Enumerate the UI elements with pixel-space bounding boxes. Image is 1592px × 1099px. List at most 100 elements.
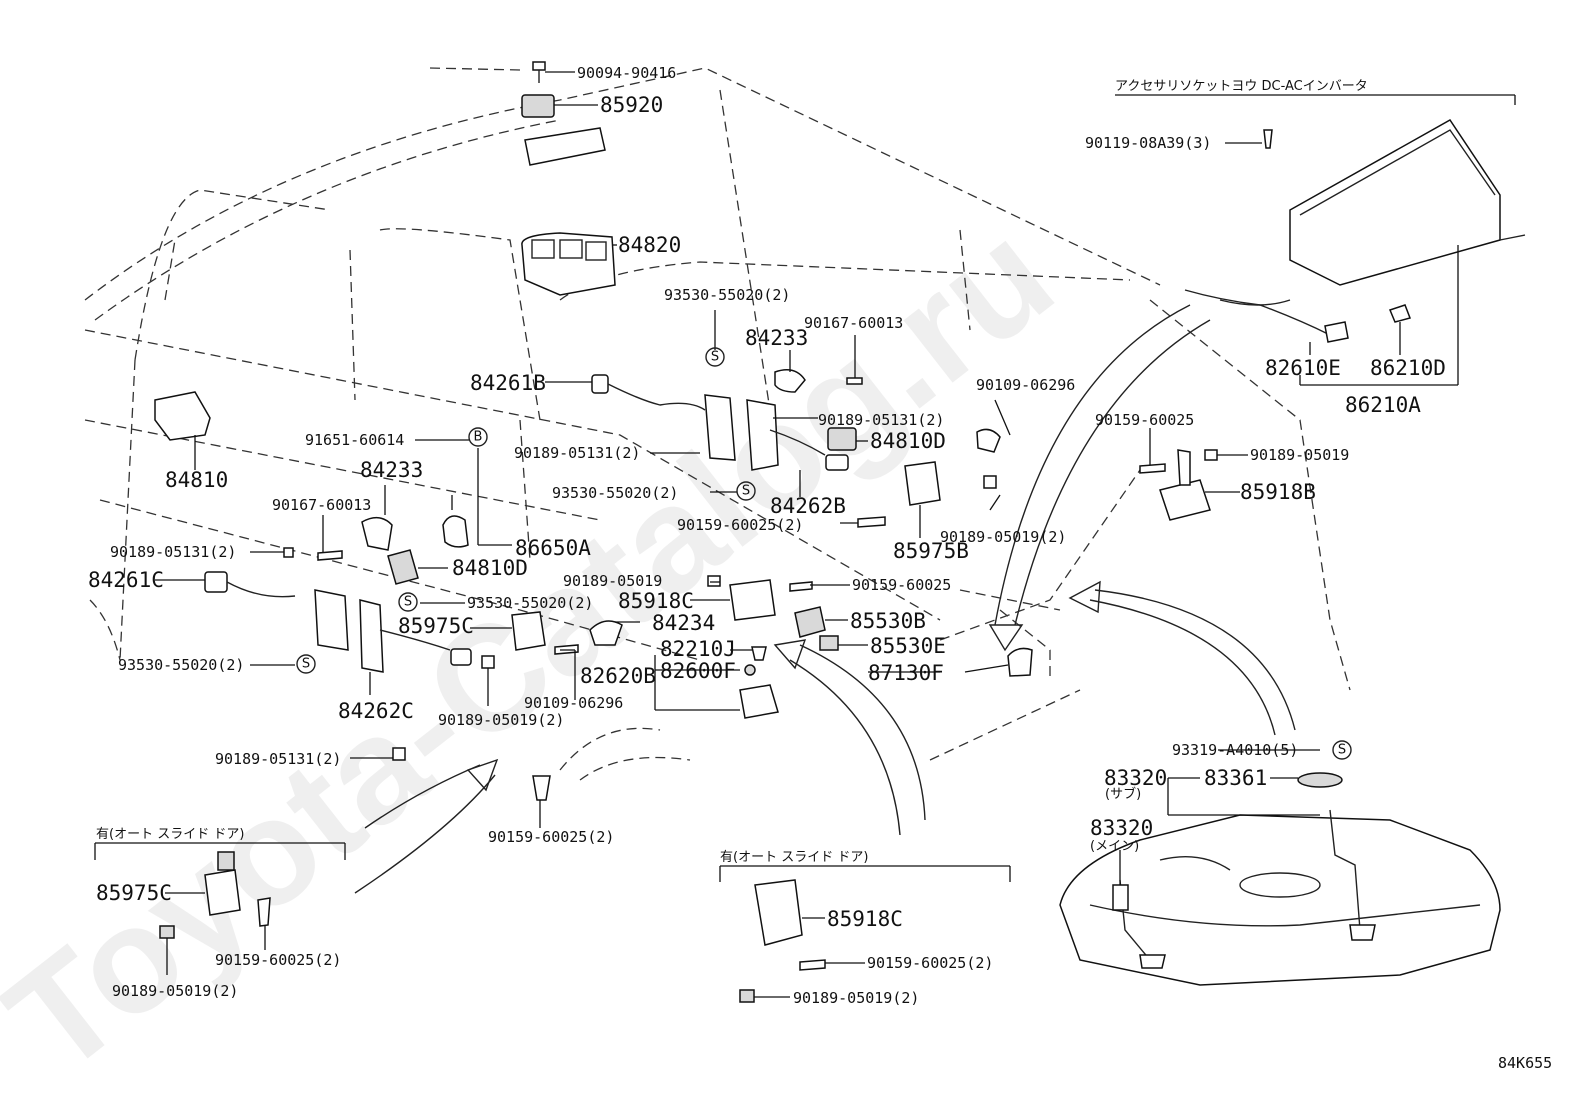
sensor-84233-icon	[774, 369, 806, 393]
switch-85530E-icon	[819, 635, 839, 651]
module-85918C-mid-icon	[729, 579, 776, 621]
switch-85530B-icon	[794, 606, 826, 638]
switch-84810D-right-icon	[827, 427, 857, 451]
connector-plug-icon	[450, 648, 472, 666]
fuel-sender-main-icon	[1112, 884, 1129, 911]
symbols: S B S S S S	[296, 347, 1352, 760]
part-label: 93319-A4010(5)	[1172, 741, 1298, 759]
clamp-82600F-icon	[744, 664, 756, 676]
s-symbol: S	[302, 657, 310, 672]
part-label: 82600F	[660, 659, 736, 683]
part-label: 90189-05131(2)	[818, 411, 944, 429]
caption-sub: (サブ)	[1105, 786, 1141, 802]
part-label: 85918B	[1240, 480, 1316, 504]
part-label: 90189-05019(2)	[112, 982, 238, 1000]
part-label: 84810	[165, 468, 228, 492]
figure-code: 84K655	[1498, 1054, 1552, 1072]
part-label: 86210D	[1370, 356, 1446, 380]
sensor-90109-icon	[976, 428, 1001, 453]
part-label: 90159-60025(2)	[867, 954, 993, 972]
part-label: 93530-55020(2)	[467, 594, 593, 612]
part-label: 90119-08A39(3)	[1085, 134, 1211, 152]
fuse-82210J-icon	[751, 646, 767, 661]
part-label: 90109-06296	[976, 376, 1075, 394]
part-label: 85975C	[96, 881, 172, 905]
bolt-icon	[857, 516, 886, 528]
part-label: 93530-55020(2)	[552, 484, 678, 502]
part-label: 90159-60025(2)	[488, 828, 614, 846]
clip-icon	[481, 655, 495, 669]
s-symbol: S	[742, 484, 750, 499]
part-label: 86210A	[1345, 393, 1421, 417]
part-label: 90167-60013	[804, 314, 903, 332]
part-label: 83320	[1104, 766, 1167, 790]
lock-ring-83361-icon	[1297, 772, 1343, 788]
part-label: 84262C	[338, 699, 414, 723]
part-label: 84262B	[770, 494, 846, 518]
part-label: 90189-05131(2)	[514, 444, 640, 462]
part-label: 82620B	[580, 664, 656, 688]
part-label: 85918C	[618, 589, 694, 613]
part-labels: 90094-90416 85920 84820 93530-55020(2) 8…	[88, 64, 1552, 1072]
part-label: 93530-55020(2)	[118, 656, 244, 674]
module-85975C-mid-icon	[511, 611, 546, 651]
part-label: 90189-05019	[563, 572, 662, 590]
part-label: 90189-05019	[1250, 446, 1349, 464]
s-symbol: S	[1338, 743, 1346, 758]
switch-bezel-icon	[524, 127, 606, 166]
clip-icon	[707, 575, 721, 587]
bolt-icon	[532, 61, 546, 83]
module-85975C-bl-icon	[204, 869, 241, 916]
switch-84810-icon	[154, 391, 211, 441]
connector-84261C-icon	[204, 571, 228, 593]
part-label: 82210J	[660, 637, 736, 661]
connector-block-icon	[704, 394, 736, 461]
caption-auto-slide-center: 有(オート スライド ドア)	[720, 850, 868, 865]
clip-icon	[159, 925, 175, 939]
power-window-switch-icon	[521, 232, 616, 296]
bracket-86210D-icon	[1388, 304, 1411, 323]
sensor-86650A-icon	[442, 515, 469, 548]
part-label: 86650A	[515, 536, 591, 560]
part-label: 90159-60025(2)	[215, 951, 341, 969]
part-label: 87130F	[868, 661, 944, 685]
part-shapes	[154, 61, 1526, 1003]
relay-82620B-icon	[739, 684, 779, 719]
s-symbol: S	[404, 595, 412, 610]
bolt-icon	[789, 581, 813, 592]
part-label: 90159-60025(2)	[677, 516, 803, 534]
bolt-icon	[1139, 463, 1166, 474]
module-85975B-icon	[904, 461, 941, 506]
module-85918C-bc-icon	[754, 879, 803, 946]
part-label: 82610E	[1265, 356, 1341, 380]
part-label: 90189-05019(2)	[793, 989, 919, 1007]
part-label: 84810D	[870, 429, 946, 453]
sensor-84233-left-icon	[361, 516, 393, 551]
part-label: 84810D	[452, 556, 528, 580]
part-label: 83361	[1204, 766, 1267, 790]
bolt-icon	[799, 959, 826, 971]
harness-plug-84262C-icon	[359, 599, 384, 673]
part-label: 85530E	[870, 634, 946, 658]
bolt-icon	[846, 377, 863, 385]
part-label: 84234	[652, 611, 715, 635]
b-symbol: B	[474, 430, 483, 445]
part-label: 85918C	[827, 907, 903, 931]
bolt-icon	[257, 897, 271, 927]
screw-icon	[1263, 129, 1273, 149]
vehicle-body-outline	[84, 67, 1351, 781]
connector-block-left-icon	[314, 589, 349, 651]
clip-icon	[1204, 449, 1218, 461]
captions: アクセサリソケットヨウ DC-ACインバータ 有(オート スライド ドア) 有(…	[96, 79, 1368, 865]
caption-inverter-group: アクセサリソケットヨウ DC-ACインバータ	[1115, 79, 1368, 94]
clip-85920-icon	[521, 94, 555, 118]
part-label: 90189-05019(2)	[438, 711, 564, 729]
connector-plug-icon	[825, 454, 849, 471]
part-label: 90094-90416	[577, 64, 676, 82]
part-label: 85920	[600, 93, 663, 117]
bracket-icon	[1177, 449, 1191, 486]
part-label: 90167-60013	[272, 496, 371, 514]
caption-auto-slide-left: 有(オート スライド ドア)	[96, 827, 244, 842]
part-label: 85975B	[893, 539, 969, 563]
